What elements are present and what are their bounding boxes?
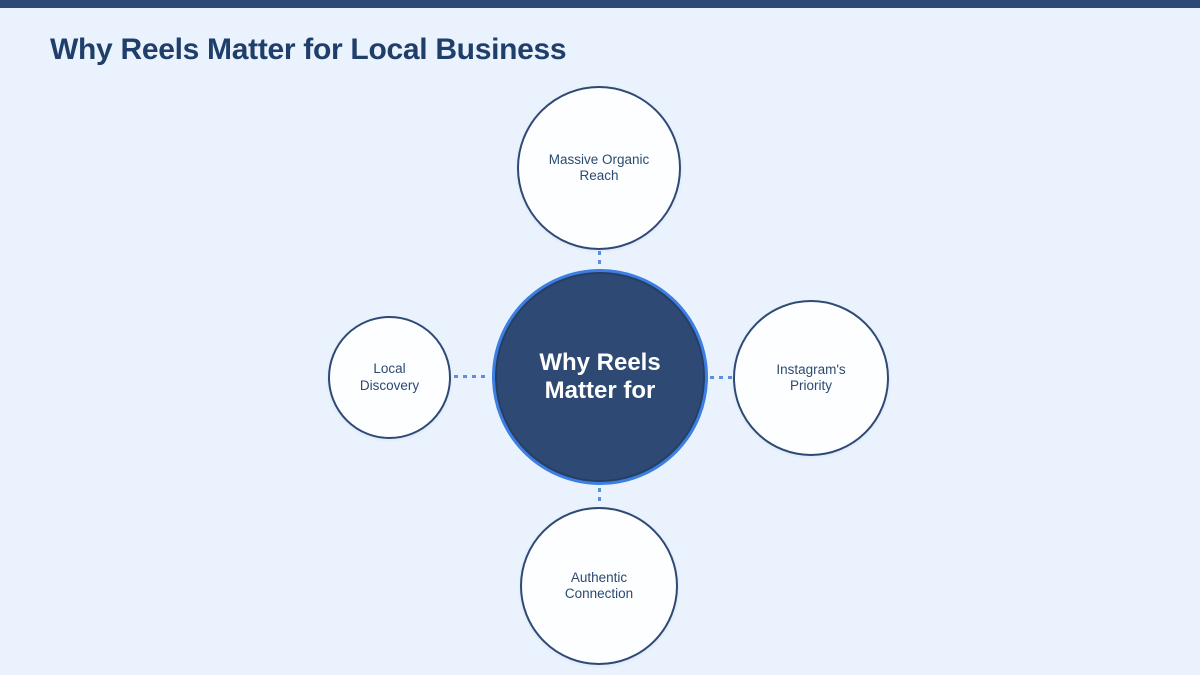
node-label: Instagram's Priority xyxy=(776,362,845,395)
center-node: Why Reels Matter for xyxy=(492,269,708,485)
node-label-line1: Authentic xyxy=(570,569,628,585)
connector-bottom xyxy=(598,488,601,506)
node-label-line2: Connection xyxy=(564,586,634,601)
node-label-line2: Reach xyxy=(579,168,619,183)
node-label: Local Discovery xyxy=(360,361,419,394)
top-accent-bar xyxy=(0,0,1200,8)
page-title: Why Reels Matter for Local Business xyxy=(50,33,567,66)
connector-top xyxy=(598,251,601,268)
connector-left xyxy=(454,375,490,378)
node-authentic-connection: Authentic Connection xyxy=(520,507,678,665)
center-node-label-line1: Why Reels xyxy=(539,349,661,376)
center-node-label: Why Reels Matter for xyxy=(539,349,660,405)
node-label: Massive Organic Reach xyxy=(549,152,650,185)
node-instagrams-priority: Instagram's Priority xyxy=(733,300,889,456)
node-massive-organic-reach: Massive Organic Reach xyxy=(517,86,681,250)
node-label-line1: Instagram's xyxy=(776,361,846,377)
node-label-line1: Local xyxy=(373,361,406,376)
node-label: Authentic Connection xyxy=(565,570,633,603)
node-label-line2: Discovery xyxy=(359,377,420,393)
node-local-discovery: Local Discovery xyxy=(328,316,451,439)
connector-right xyxy=(710,376,732,379)
center-node-label-line2: Matter for xyxy=(544,377,656,404)
node-label-line1: Massive Organic xyxy=(548,151,650,167)
node-label-line2: Priority xyxy=(789,378,832,393)
